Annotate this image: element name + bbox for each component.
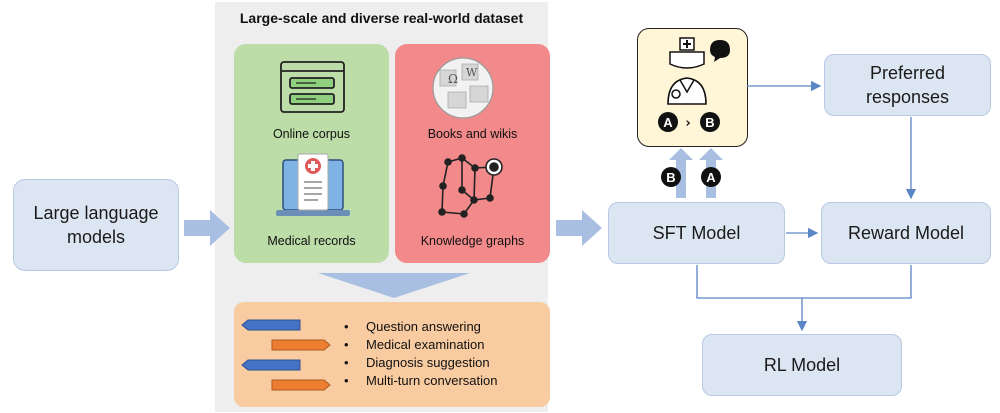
preference-a-badge-icon: A	[658, 112, 678, 132]
sft-model-label: SFT Model	[652, 223, 741, 243]
knowledge-graphs-label: Knowledge graphs	[420, 234, 525, 248]
task-item: Multi-turn conversation	[344, 372, 498, 390]
medical-records-label: Medical records	[267, 234, 356, 248]
rl-model-label: RL Model	[763, 355, 841, 375]
sft-rl-reward-connector	[696, 265, 912, 299]
svg-text:A: A	[663, 115, 673, 130]
knowledge-graph-icon	[438, 154, 503, 218]
preference-comparator: ›	[685, 116, 690, 131]
svg-text:B: B	[705, 115, 714, 130]
badge-b-icon: B	[661, 167, 681, 187]
task-item: Diagnosis suggestion	[344, 354, 498, 372]
books-and-wikis-label: Books and wikis	[427, 127, 518, 141]
medical-laptop-icon	[276, 153, 350, 216]
dataset-to-sft-arrow	[556, 210, 602, 246]
svg-text:W: W	[466, 66, 478, 79]
sft-model-node: SFT Model	[608, 202, 785, 264]
preferred-responses-label: Preferred responses	[865, 63, 950, 107]
task-item: Question answering	[344, 318, 498, 336]
preferred-responses-node: Preferred responses	[824, 54, 991, 116]
task-list: Question answering Medical examination D…	[344, 318, 498, 390]
llm-node: Large language models	[13, 179, 179, 271]
browser-window-icon	[280, 61, 345, 113]
svg-text:Ω: Ω	[448, 72, 458, 86]
doctor-icon	[667, 37, 730, 105]
task-item: Medical examination	[344, 336, 498, 354]
preference-b-badge-icon: B	[700, 112, 720, 132]
llm-to-dataset-arrow	[184, 210, 230, 246]
badge-a-icon: A	[701, 167, 721, 187]
sft-to-doctor-arrow-left	[669, 148, 693, 198]
rl-model-node: RL Model	[702, 334, 902, 396]
reward-model-label: Reward Model	[847, 223, 965, 243]
dataset-panel-title: Large-scale and diverse real-world datas…	[239, 10, 524, 26]
svg-text:A: A	[706, 170, 716, 185]
reward-model-node: Reward Model	[821, 202, 991, 264]
wikipedia-globe-icon: Ω W	[432, 57, 494, 119]
dataset-to-tasks-arrow	[318, 273, 470, 298]
online-corpus-label: Online corpus	[272, 127, 351, 141]
llm-label: Large language models	[33, 203, 159, 247]
svg-text:B: B	[666, 170, 675, 185]
conversation-bubbles-icon	[241, 319, 331, 391]
